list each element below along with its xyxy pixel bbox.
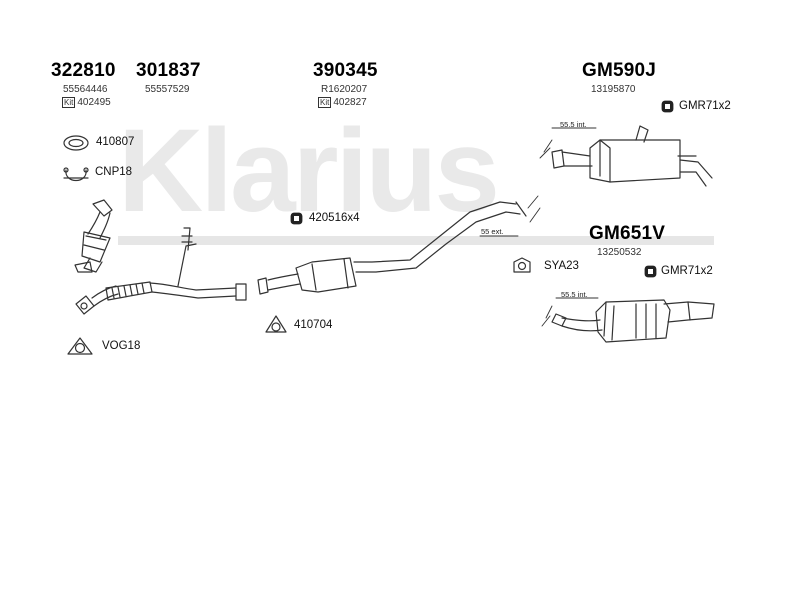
- oem-number-390345: R1620207: [321, 84, 368, 95]
- catalytic-converter-322810: [74, 199, 113, 273]
- klarius-watermark: Klarius: [118, 105, 500, 237]
- part-number-301837: 301837: [136, 60, 201, 81]
- watermark-bar: [118, 236, 714, 245]
- callout-SYA23: SYA23: [544, 260, 579, 272]
- part-number-GM651V: GM651V: [589, 223, 666, 244]
- rear-silencer-GM590J: [551, 125, 713, 187]
- callout-VOG18: VOG18: [102, 340, 141, 352]
- part-number-322810: 322810: [51, 60, 116, 81]
- oem-number-GM651V: 13250532: [597, 247, 642, 258]
- kit-icon: Kit: [62, 97, 76, 108]
- kit-icon: Kit: [318, 97, 332, 108]
- gasket-410704-icon: [265, 315, 287, 333]
- kit-number-322810: 402495: [77, 97, 111, 108]
- callout-410807: 410807: [96, 136, 135, 148]
- rear-silencer-GM651V: [551, 299, 715, 343]
- flex-pipe-301837: [75, 227, 247, 315]
- part-number-GM590J: GM590J: [582, 60, 657, 81]
- middle-section-390345: [257, 201, 527, 295]
- callout-420516x4: 420516x4: [309, 212, 360, 224]
- callout-410704: 410704: [294, 319, 333, 331]
- oem-number-322810: 55564446: [63, 84, 108, 95]
- kit-number-390345: 402827: [333, 97, 367, 108]
- dimension-label-top: 55.5 int.: [560, 120, 587, 129]
- dimension-label-ext: 55 ext.: [481, 227, 504, 236]
- rubber-mount-GMR71-bottom-icon: [644, 265, 657, 278]
- callout-CNP18: CNP18: [95, 166, 133, 178]
- gasket-410807-icon: [63, 135, 89, 151]
- part-number-390345: 390345: [313, 60, 378, 81]
- dimension-label-bottom: 55.5 int.: [561, 290, 588, 299]
- clamp-SYA23-icon: [513, 257, 531, 273]
- rubber-mount-GMR71-top-icon: [661, 100, 674, 113]
- kit-322810: Kit 402495: [62, 97, 111, 108]
- callout-GMR71x2-top: GMR71x2: [679, 100, 731, 112]
- callout-GMR71x2-bottom: GMR71x2: [661, 265, 713, 277]
- oem-number-GM590J: 13195870: [591, 84, 636, 95]
- rubber-mount-420516-icon: [290, 212, 303, 225]
- oem-number-301837: 55557529: [145, 84, 190, 95]
- kit-390345: Kit 402827: [318, 97, 367, 108]
- gasket-VOG18-icon: [67, 337, 93, 355]
- clamp-CNP18-icon: [63, 167, 89, 182]
